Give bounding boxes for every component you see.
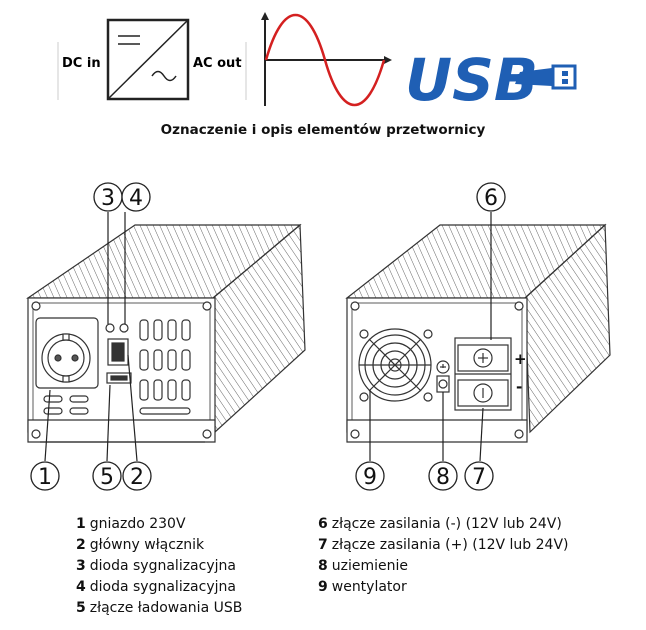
callout-5: 5 — [92, 461, 122, 491]
callout-8: 8 — [428, 461, 458, 491]
callout-1: 1 — [30, 461, 60, 491]
front-callout-lines — [44, 212, 138, 462]
callout-4: 4 — [121, 182, 151, 212]
svg-text:9: 9 — [363, 465, 377, 490]
sine-wave-icon — [261, 12, 392, 106]
callout-2: 2 — [122, 461, 152, 491]
callout-7: 7 — [464, 461, 494, 491]
plus-terminal-sign: + — [514, 350, 527, 368]
rear-view-inverter — [345, 223, 611, 443]
svg-text:2: 2 — [130, 465, 144, 490]
page-title: Oznaczenie i opis elementów przetwornicy — [160, 122, 486, 138]
ac-out-label: AC out — [193, 56, 242, 71]
svg-text:1: 1 — [38, 465, 52, 490]
usb-logo: USB — [405, 46, 577, 114]
callout-3: 3 — [93, 182, 123, 212]
inverter-diagram: + - 3 4 6 1 5 2 9 8 7 — [26, 182, 611, 491]
rear-callout-lines — [369, 212, 492, 462]
svg-text:USB: USB — [405, 46, 538, 114]
callout-9: 9 — [355, 461, 385, 491]
svg-text:6: 6 — [484, 186, 498, 211]
minus-terminal-sign: - — [516, 378, 522, 396]
dc-ac-converter-symbol: DC in AC out — [57, 18, 247, 101]
svg-text:8: 8 — [436, 465, 450, 490]
svg-text:7: 7 — [472, 465, 486, 490]
dc-in-label: DC in — [62, 56, 101, 71]
header-graphics: DC in AC out USB — [57, 12, 577, 114]
svg-text:3: 3 — [101, 186, 115, 211]
svg-text:5: 5 — [100, 465, 114, 490]
front-view-inverter — [26, 223, 306, 443]
callout-6: 6 — [476, 182, 506, 212]
svg-text:4: 4 — [129, 186, 143, 211]
